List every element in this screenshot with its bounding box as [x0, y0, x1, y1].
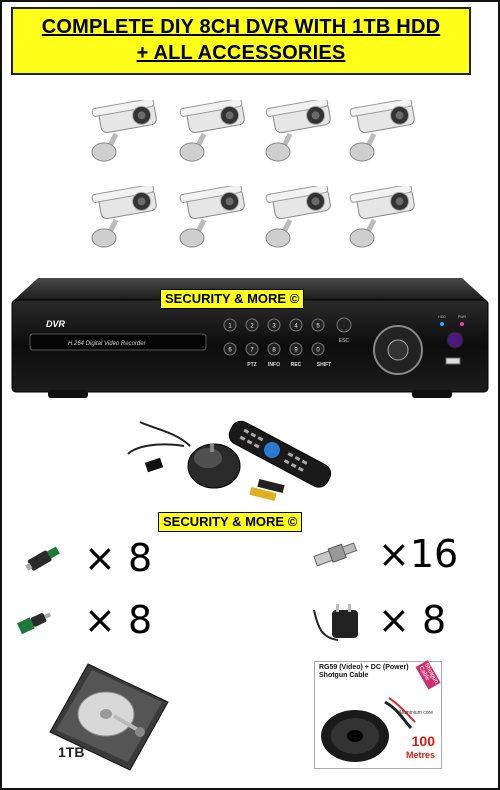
- camera-icon: [256, 186, 336, 248]
- camera-grid: [82, 100, 432, 260]
- camera-icon: [256, 100, 336, 162]
- multiply-sign: ×: [378, 532, 410, 576]
- dvr-key-label: 5: [316, 324, 320, 330]
- bnc-qty-value: 16: [409, 532, 459, 576]
- dvr-key: [311, 318, 325, 332]
- power-adapter-qty-value: 8: [421, 598, 447, 642]
- cable-title: RG59 (Video) + DC (Power) Shotgun Cable: [319, 664, 409, 679]
- camera-icon: [170, 186, 250, 248]
- dvr-key: [245, 318, 259, 332]
- camera-icon: [82, 186, 162, 248]
- dvr-key-label: 0: [316, 348, 320, 354]
- dvr-key-label: 8: [272, 348, 276, 354]
- dvr-key-label: 1: [228, 324, 232, 330]
- bnc-connector-icon: [310, 537, 360, 569]
- title-line-1: COMPLETE DIY 8CH DVR WITH 1TB HDD: [41, 16, 441, 38]
- dc-female-qty-value: 8: [127, 536, 153, 580]
- dvr-image: DVR H.264 Digital Video Recorder 1 2 3 4 5 6 7…: [11, 278, 489, 398]
- dc-female-connector-icon: [24, 540, 64, 576]
- dvr-button-label: INFO: [268, 362, 280, 368]
- shotgun-cable-box: RG59 (Video) + DC (Power) Shotgun Cable …: [314, 660, 442, 769]
- dvr-key: [311, 342, 325, 356]
- dc-male-qty-value: 8: [127, 598, 153, 642]
- dvr-key-label: 7: [250, 348, 254, 354]
- camera-icon: [170, 100, 250, 162]
- dvr-key: [245, 342, 259, 356]
- dc-male-connector-icon: [14, 606, 54, 638]
- power-adapter-icon: [310, 600, 364, 646]
- dvr-key-label: 6: [228, 348, 232, 354]
- bnc-qty: ×16: [378, 534, 458, 574]
- hard-drive-icon: [49, 663, 169, 771]
- cable-unit: Metres: [405, 750, 435, 760]
- dvr-esc-button: [336, 317, 352, 333]
- remote-mouse-image: [127, 420, 332, 502]
- dvr-key-label: 9: [294, 348, 298, 354]
- cable-length: 100: [411, 733, 435, 749]
- dvr-button-label: PTZ: [247, 362, 256, 368]
- camera-icon: [340, 100, 420, 162]
- dvr-slot-text: H.264 Digital Video Recorder: [68, 341, 147, 347]
- dvr-key: [223, 342, 237, 356]
- multiply-sign: ×: [84, 536, 116, 580]
- dvr-key: [267, 318, 281, 332]
- cable-inner: Aluminium core: [398, 710, 433, 716]
- cable-reel-icon: [321, 697, 416, 762]
- dvr-key-label: 4: [294, 324, 298, 330]
- dvr-key: [289, 318, 303, 332]
- watermark-middle: SECURITY & MORE ©: [158, 512, 303, 532]
- dvr-indicator-label: HDD: [438, 315, 446, 319]
- dvr-button-label: REC: [291, 362, 302, 368]
- camera-icon: [340, 186, 420, 248]
- dvr-key-label: 3: [272, 324, 276, 330]
- dvr-key: [267, 342, 281, 356]
- dvr-key: [289, 342, 303, 356]
- dvr-indicator-label: PWR: [458, 315, 467, 319]
- camera-icon: [82, 100, 162, 162]
- title-banner: COMPLETE DIY 8CH DVR WITH 1TB HDD + ALL …: [11, 7, 471, 75]
- multiply-sign: ×: [378, 598, 410, 642]
- remote-and-mouse: [118, 420, 338, 512]
- power-adapter-qty: × 8: [378, 600, 446, 640]
- dvr-esc-label: ESC: [339, 338, 350, 344]
- watermark-top: SECURITY & MORE ©: [160, 289, 305, 309]
- multiply-sign: ×: [84, 598, 116, 642]
- dvr-unit: DVR H.264 Digital Video Recorder 1 2 3 4 5 6 7…: [8, 278, 492, 406]
- hdd-label: 1TB: [58, 744, 85, 760]
- dvr-brand: DVR: [46, 319, 66, 329]
- dvr-key: [223, 318, 237, 332]
- dc-female-qty: × 8: [84, 538, 152, 578]
- dc-male-qty: × 8: [84, 600, 152, 640]
- title-line-2: + ALL ACCESSORIES: [136, 42, 346, 64]
- dvr-key-label: 2: [250, 324, 254, 330]
- hard-drive: [48, 662, 170, 772]
- dvr-button-label: SHIFT: [317, 362, 331, 368]
